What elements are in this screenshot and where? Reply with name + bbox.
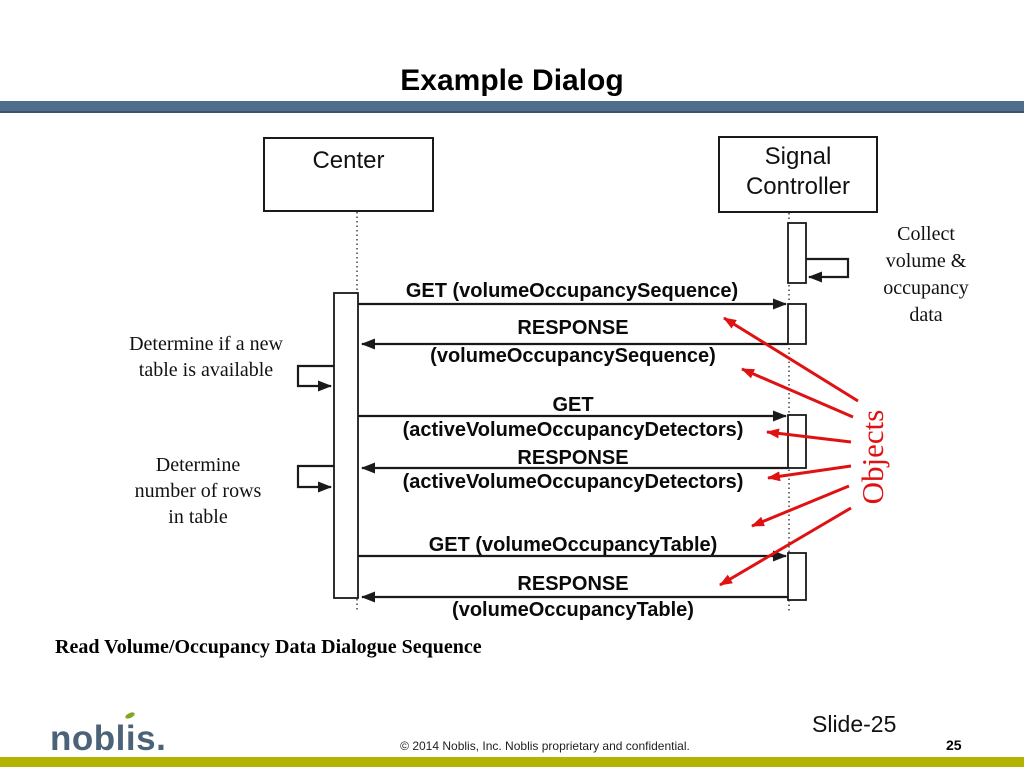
message-get-2: GET: [552, 394, 594, 416]
logo-text-part2: i: [125, 719, 137, 758]
note-line: Determine: [155, 454, 241, 476]
message-response-2: RESPONSE: [517, 447, 629, 469]
self-call-determine-rows: [296, 464, 334, 493]
activation-bar-center: [333, 292, 359, 599]
message-response-3: RESPONSE: [517, 573, 629, 595]
logo-text-part1: nobl: [50, 719, 126, 758]
note-determine-table: Determine if a new table is available: [108, 331, 304, 383]
message-response-1-param: (volumeOccupancySequence): [430, 345, 716, 367]
objects-rotated-label: Objects: [855, 409, 890, 505]
logo-letter-i: i: [124, 710, 137, 759]
message-response-2-param: (activeVolumeOccupancyDetectors): [402, 471, 744, 493]
note-line: number of rows: [134, 480, 262, 502]
red-arrow-6: [719, 506, 852, 587]
message-get-2-param: (activeVolumeOccupancyDetectors): [402, 419, 744, 441]
actor-box-center: Center: [263, 137, 434, 212]
actor-label-signal-controller: Signal Controller: [745, 143, 851, 200]
note-line: in table: [168, 506, 228, 528]
footer-divider-bar: [0, 757, 1024, 767]
slide-number-label: Slide-25: [812, 711, 897, 737]
actor-label-center: Center: [312, 147, 385, 174]
copyright-text: © 2014 Noblis, Inc. Noblis proprietary a…: [400, 739, 690, 753]
page-number: 25: [946, 737, 962, 753]
red-arrow-2: [741, 367, 854, 419]
note-line: table is available: [138, 359, 274, 381]
note-determine-rows: Determine number of rows in table: [106, 452, 290, 530]
title-divider-bar: [0, 101, 1024, 113]
activation-bar-signal-4: [787, 552, 807, 601]
logo-text-part3: s.: [136, 719, 167, 758]
red-arrow-3: [766, 428, 852, 444]
message-get-volumeOccupancyTable: GET (volumeOccupancyTable): [428, 534, 718, 556]
diagram-caption: Read Volume/Occupancy Data Dialogue Sequ…: [55, 636, 482, 658]
message-response-1: RESPONSE: [517, 317, 629, 339]
actor-box-signal-controller: Signal Controller: [718, 136, 878, 213]
note-line: Determine if a new: [129, 333, 283, 355]
note-line: Collect: [897, 223, 955, 245]
red-arrow-4: [767, 464, 852, 482]
note-line: volume &: [885, 250, 967, 272]
self-call-collect-data: [806, 257, 850, 283]
self-call-determine-table: [296, 364, 334, 392]
red-arrow-5: [751, 484, 850, 528]
red-arrow-1: [723, 316, 859, 403]
note-line: occupancy: [883, 277, 969, 299]
activation-bar-signal-3: [787, 414, 807, 469]
activation-bar-signal-1: [787, 222, 807, 284]
note-line: data: [909, 304, 943, 326]
message-response-3-param: (volumeOccupancyTable): [452, 599, 694, 621]
activation-bar-signal-2: [787, 303, 807, 345]
note-collect-data: Collect volume & occupancy data: [868, 221, 984, 329]
page-title: Example Dialog: [400, 64, 624, 97]
message-get-volumeOccupancySequence: GET (volumeOccupancySequence): [405, 280, 739, 302]
